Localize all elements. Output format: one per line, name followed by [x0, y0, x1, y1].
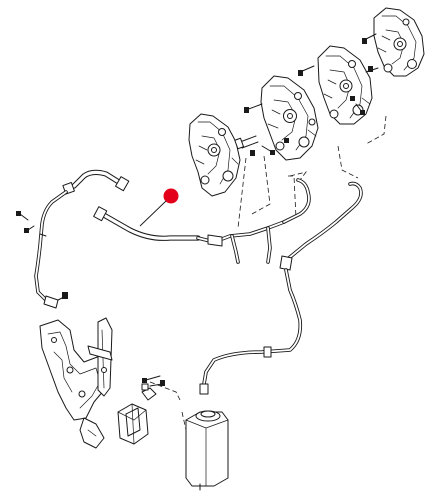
small-fasteners-bottom — [141, 375, 165, 391]
nozzle-bracket-unit-right — [317, 45, 373, 125]
main-hose-right-branch — [199, 181, 363, 395]
left-hose-line — [16, 169, 130, 309]
mounting-bracket — [87, 317, 113, 397]
dashed-leader-lines — [149, 115, 387, 431]
nozzle-bracket-unit-top — [373, 7, 425, 77]
red-callout-dot[interactable] — [163, 188, 179, 204]
nozzle-bracket-unit-left — [188, 113, 241, 197]
washer-reservoir — [185, 410, 229, 491]
main-hose-upper — [93, 178, 311, 264]
callout-leader-line — [139, 200, 167, 227]
bracket-fasteners — [234, 33, 379, 156]
nozzle-bracket-unit-center — [260, 75, 319, 161]
clip-bracket — [117, 387, 157, 445]
mounting-plate — [39, 319, 109, 449]
